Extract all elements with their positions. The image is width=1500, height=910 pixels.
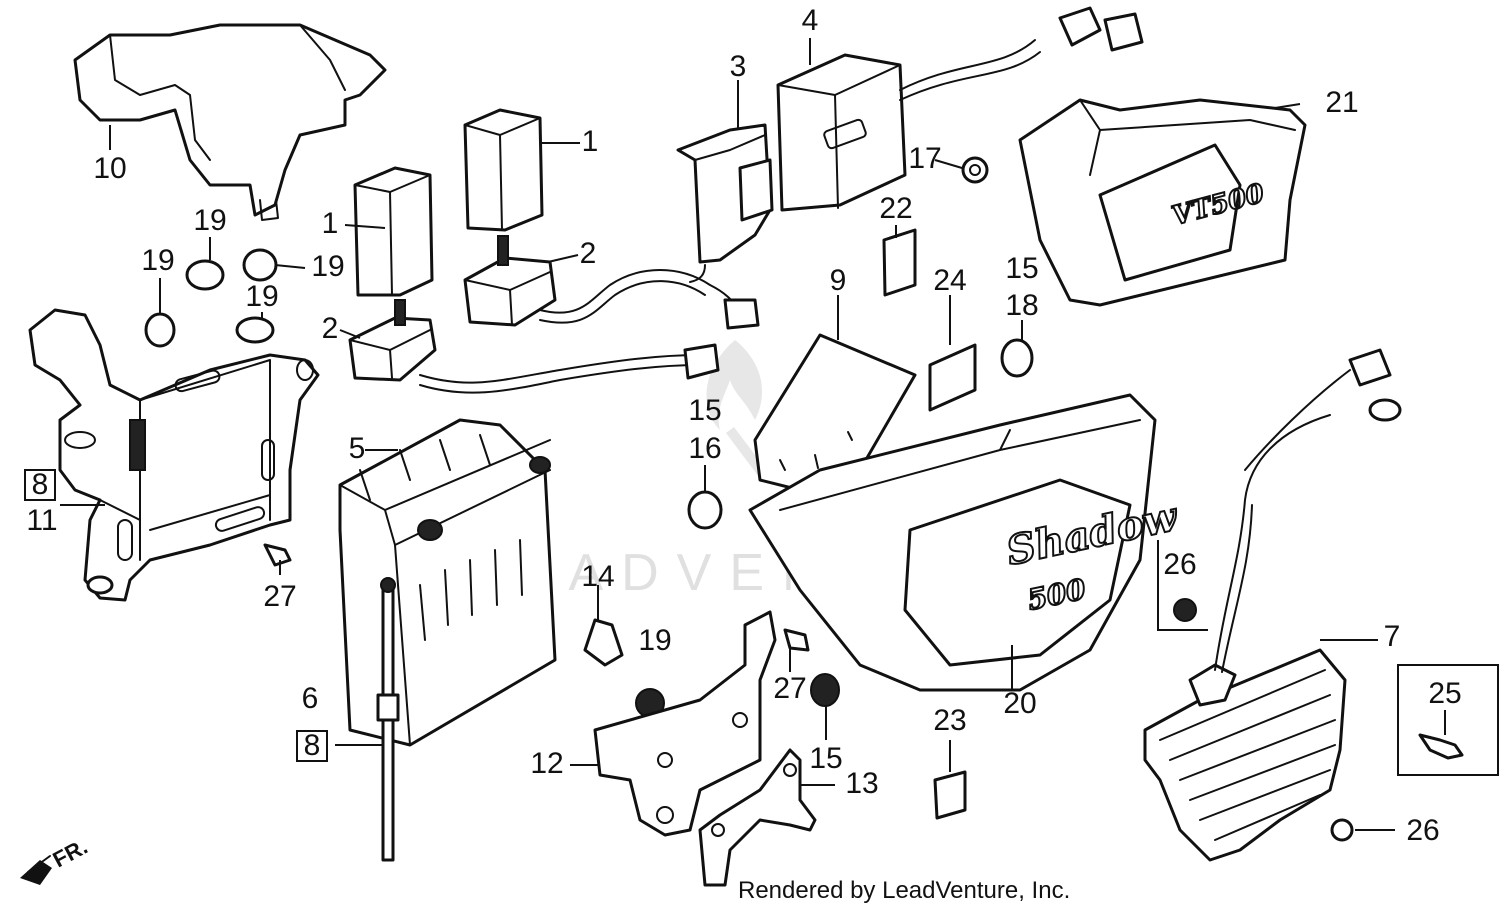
part-7-regulator [1143, 348, 1402, 862]
part-24-decal [928, 343, 977, 412]
callout-26: 26 [1406, 814, 1439, 847]
leader-lines [60, 38, 1446, 831]
render-credit: Rendered by LeadVenture, Inc. [738, 877, 1070, 904]
part-13-stay [698, 748, 817, 887]
part-20-side-cover: Shadow 500 [748, 393, 1184, 692]
part-19-grommets [144, 248, 278, 348]
callout-16: 16 [688, 432, 721, 465]
part-26-nut-lower [1330, 818, 1354, 842]
callout-15: 15 [809, 742, 842, 775]
front-direction-marker: FR. [20, 834, 92, 885]
callout-19: 19 [638, 624, 671, 657]
front-marker-label: FR. [49, 834, 92, 873]
part-1-relay-right [463, 108, 544, 232]
callout-8: 8 [304, 729, 321, 762]
callout-10: 10 [93, 152, 126, 185]
callout-1: 1 [582, 125, 599, 158]
part-16-grommet [687, 490, 723, 530]
callout-26: 26 [1163, 548, 1196, 581]
part-22-decal [882, 228, 917, 297]
part-14-nut [583, 618, 624, 667]
callout-7: 7 [1384, 620, 1401, 653]
callout-8-box-lower [296, 730, 328, 762]
callout-6: 6 [302, 682, 319, 715]
callout-9: 9 [830, 264, 847, 297]
callout-23: 23 [933, 704, 966, 737]
callout-2: 2 [580, 237, 597, 270]
callout-19: 19 [311, 250, 344, 283]
part-5-battery [338, 418, 557, 747]
part-12-bracket [593, 610, 777, 837]
callout-19: 19 [141, 244, 174, 277]
callout-8: 8 [32, 468, 49, 501]
callout-14: 14 [581, 560, 614, 593]
callout-13: 13 [845, 767, 878, 800]
callout-24: 24 [933, 264, 966, 297]
part-10-cover [73, 23, 387, 221]
callout-15: 15 [1005, 252, 1038, 285]
callout-4: 4 [802, 4, 819, 37]
part-2-connector-right [463, 235, 760, 330]
part-4-module [776, 6, 1144, 212]
callout-17: 17 [908, 142, 941, 175]
part-25-box [1397, 664, 1499, 776]
callout-22: 22 [879, 192, 912, 225]
part-17-grommet [961, 156, 989, 184]
part-1-relay-left [353, 166, 434, 297]
callout-11: 11 [26, 504, 57, 537]
callout-15: 15 [688, 394, 721, 427]
part-27-bolt-left [263, 543, 292, 567]
callout-27: 27 [263, 580, 296, 613]
part-23-decal [933, 770, 967, 820]
part-11-battery-holder [28, 308, 320, 602]
part-6-rod [376, 577, 400, 862]
callout-2: 2 [322, 312, 339, 345]
front-arrow-icon [20, 860, 52, 885]
callout-1: 1 [322, 207, 339, 240]
callout-18: 18 [1005, 289, 1038, 322]
callout-27: 27 [773, 672, 806, 705]
part-3-unit [676, 123, 774, 283]
callout-labels: 1 1 2 2 3 4 5 6 7 8 8 9 10 11 12 13 14 1… [26, 4, 1461, 847]
callout-5: 5 [349, 432, 366, 465]
callout-8-box-left [24, 469, 56, 501]
part-2-connector-left [348, 299, 720, 394]
callout-19: 19 [193, 204, 226, 237]
part-27-bolt-center [783, 628, 810, 652]
callout-25: 25 [1428, 677, 1461, 710]
part-18-grommet [1000, 338, 1034, 378]
part-21-top-cover: VT500 [1018, 98, 1307, 307]
callout-19: 19 [245, 280, 278, 313]
part-26-nut-box [1157, 540, 1208, 631]
callout-3: 3 [730, 50, 747, 83]
callout-20: 20 [1003, 687, 1036, 720]
callout-21: 21 [1325, 86, 1358, 119]
callout-12: 12 [530, 747, 563, 780]
part-15-bushing [810, 673, 840, 707]
